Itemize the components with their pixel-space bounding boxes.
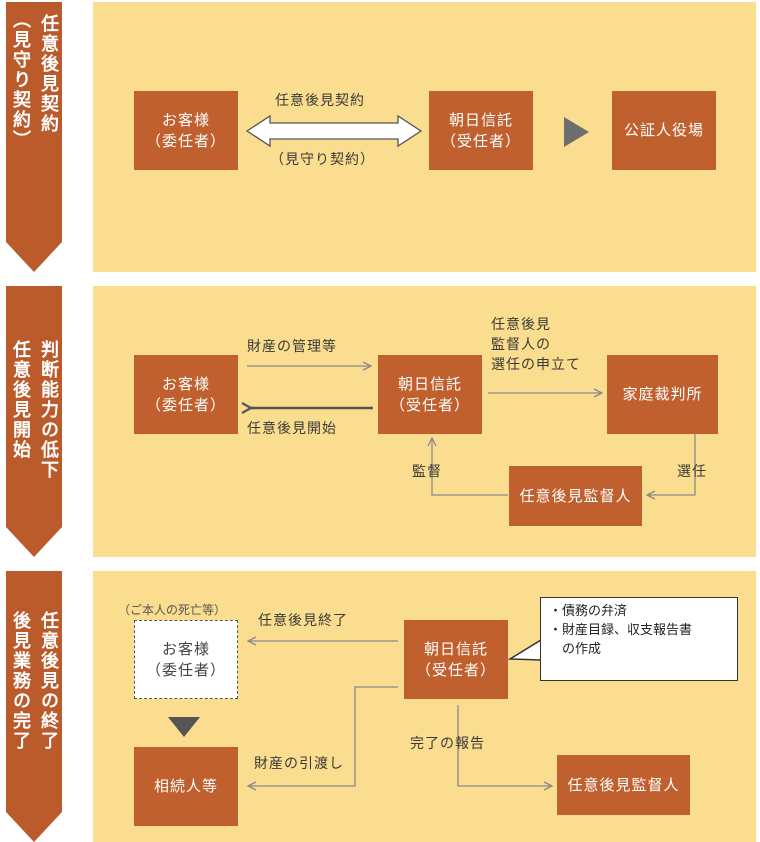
handover-label: 財産の引渡し bbox=[254, 756, 344, 772]
supervisor-box-3: 任意後見監督人 bbox=[557, 755, 690, 815]
client-name-2: お客様 bbox=[161, 374, 210, 393]
tab-contract-title: 任意後見契約 bbox=[38, 14, 59, 134]
end-label: 任意後見終了 bbox=[258, 613, 348, 629]
supervisor-name: 任意後見監督人 bbox=[519, 486, 632, 505]
heirs-name: 相続人等 bbox=[153, 777, 218, 795]
tab-end-title: 任意後見の終了 bbox=[38, 611, 59, 751]
petition-label: 任意後見 監督人の 選任の申立て bbox=[491, 315, 581, 375]
tab-start-subtitle: 任意後見開始 bbox=[10, 340, 31, 460]
asset-mgmt-label: 財産の管理等 bbox=[247, 339, 337, 355]
tab-contract: 任意後見契約 （見守り契約） bbox=[6, 2, 62, 272]
supervisor-name-3: 任意後見監督人 bbox=[567, 775, 680, 794]
client-role-2: （委任者） bbox=[145, 395, 226, 414]
trust-box: 朝日信託 （受任者） bbox=[429, 91, 533, 170]
appoint-label: 選任 bbox=[677, 464, 707, 480]
trust-role-2: （受任者） bbox=[389, 395, 470, 414]
report-label: 完了の報告 bbox=[410, 736, 485, 752]
watch-contract-label: （見守り契約） bbox=[270, 152, 375, 168]
death-note: （ご本人の死亡等） bbox=[118, 603, 227, 617]
tab-end: 任意後見の終了 後見業務の完了 bbox=[6, 571, 62, 842]
heirs-box: 相続人等 bbox=[134, 747, 238, 826]
client-role-3: （委任者） bbox=[145, 660, 226, 679]
client-box-3: お客様 （委任者） bbox=[134, 620, 238, 699]
petition-line-2: 監督人の bbox=[491, 337, 551, 353]
contract-label: 任意後見契約 bbox=[275, 93, 365, 109]
trust-role: （受任者） bbox=[440, 131, 521, 150]
callout-line-3: の作成 bbox=[549, 642, 602, 657]
petition-line-3: 選任の申立て bbox=[491, 357, 581, 373]
client-box-2: お客様 （委任者） bbox=[134, 355, 238, 434]
trust-role-3: （受任者） bbox=[415, 660, 496, 679]
supervise-label: 監督 bbox=[412, 464, 442, 480]
tab-start: 判断能力の低下 任意後見開始 bbox=[6, 286, 62, 557]
callout-box: ・債務の弁済 ・財産目録、収支報告書 の作成 bbox=[540, 597, 738, 681]
callout-line-2: ・財産目録、収支報告書 bbox=[549, 623, 693, 638]
start-label: 任意後見開始 bbox=[247, 421, 337, 437]
petition-line-1: 任意後見 bbox=[491, 317, 551, 333]
trust-name: 朝日信託 bbox=[448, 110, 513, 129]
trust-box-2: 朝日信託 （受任者） bbox=[378, 355, 482, 434]
contract-double-arrow bbox=[245, 114, 423, 148]
tab-contract-subtitle: （見守り契約） bbox=[10, 10, 31, 150]
trust-name-2: 朝日信託 bbox=[397, 374, 462, 393]
client-name: お客様 bbox=[161, 110, 210, 129]
notary-box: 公証人役場 bbox=[612, 91, 716, 170]
supervisor-box: 任意後見監督人 bbox=[509, 466, 642, 526]
trust-box-3: 朝日信託 （受任者） bbox=[404, 620, 508, 699]
notary-name: 公証人役場 bbox=[623, 121, 704, 139]
client-box: お客様 （委任者） bbox=[134, 91, 238, 170]
client-role: （委任者） bbox=[145, 131, 226, 150]
tab-start-title: 判断能力の低下 bbox=[38, 340, 59, 480]
arrow-to-notary bbox=[564, 117, 589, 147]
arrow-to-heirs bbox=[168, 717, 200, 737]
client-name-3: お客様 bbox=[161, 639, 210, 658]
court-name: 家庭裁判所 bbox=[622, 385, 703, 403]
tab-end-subtitle: 後見業務の完了 bbox=[10, 611, 31, 751]
callout-line-1: ・債務の弁済 bbox=[549, 604, 628, 619]
court-box: 家庭裁判所 bbox=[607, 355, 718, 434]
trust-name-3: 朝日信託 bbox=[423, 639, 488, 658]
